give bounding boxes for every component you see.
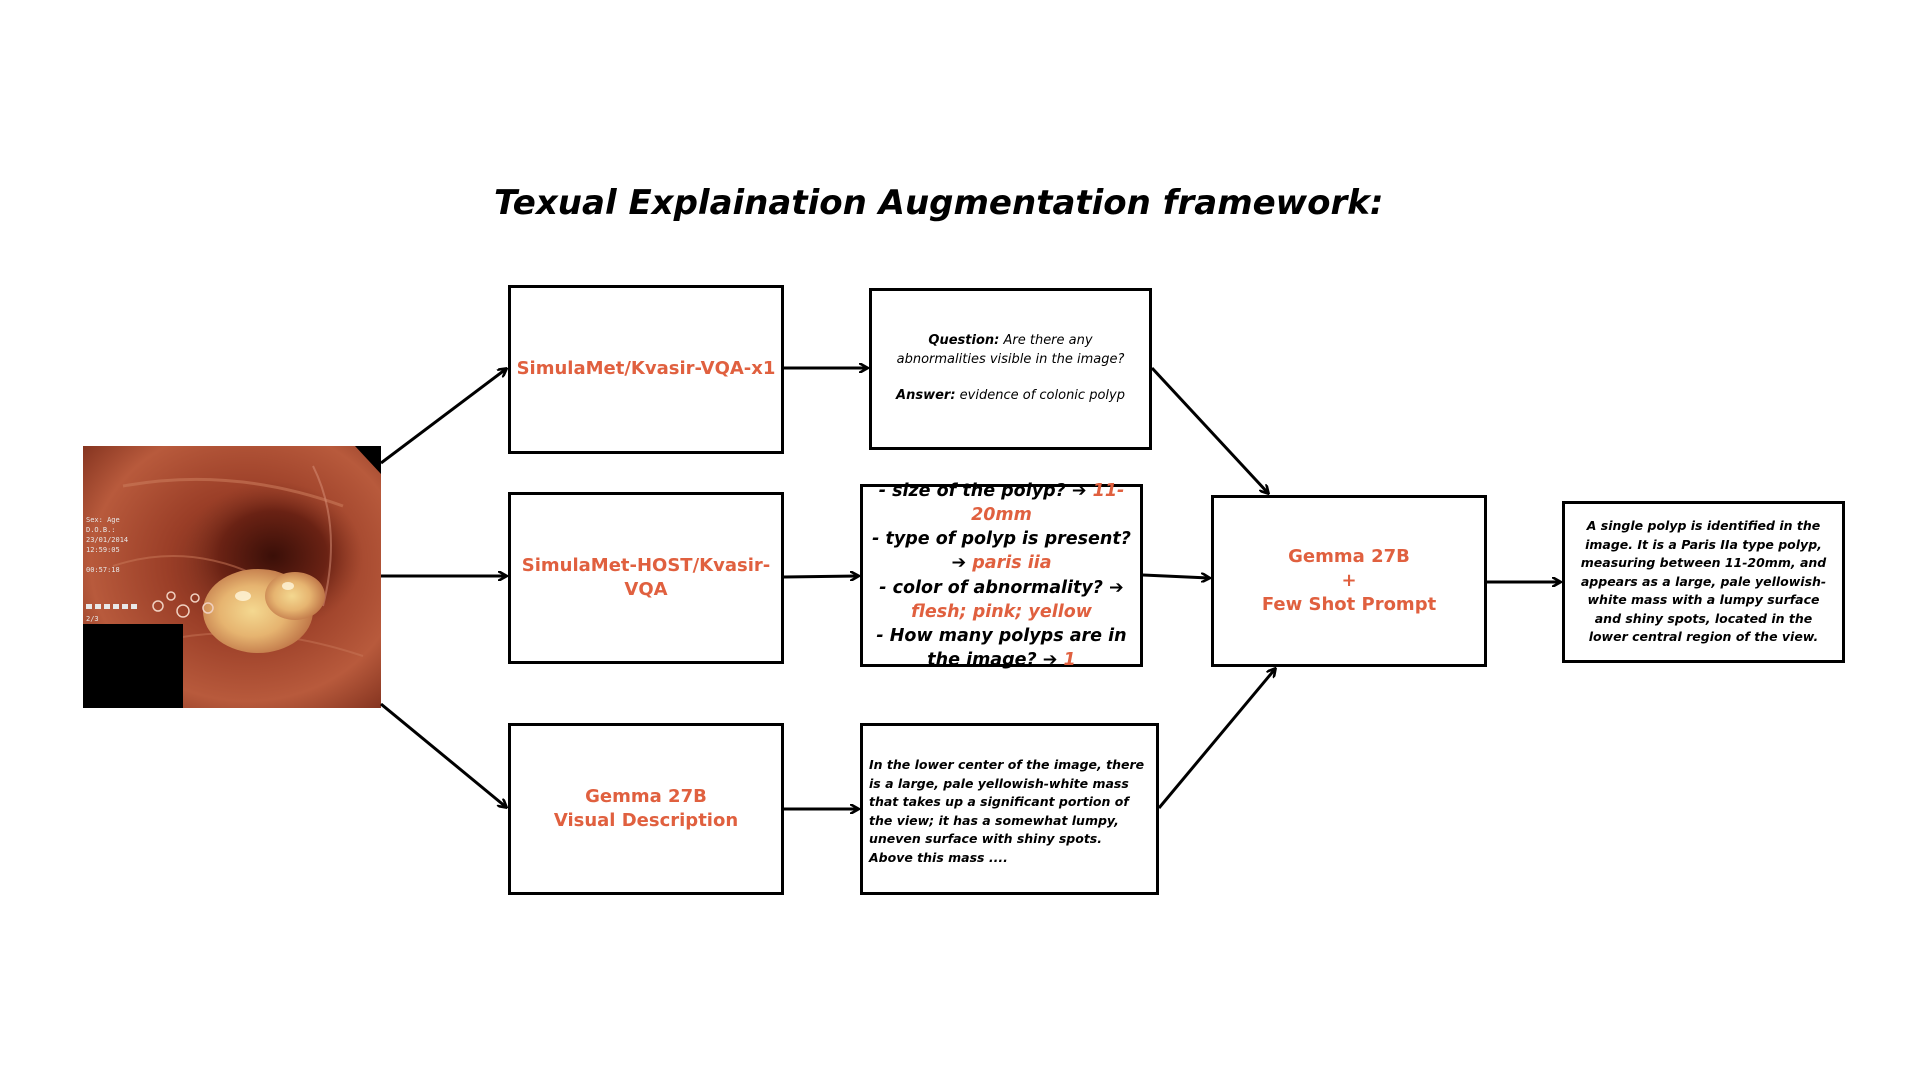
host-question: - size of the polyp? ➔ [878,480,1087,501]
question-label: Question: [928,332,1000,348]
host-question: - type of polyp is present? ➔ [872,529,1131,574]
gemma-visual-line2: Visual Description [553,810,739,831]
host-answer: 1 [1063,649,1076,670]
answer-text: evidence of colonic polyp [959,388,1125,404]
host-item: - type of polyp is present? ➔ paris iia [869,527,1134,575]
host-vqa-box: SimulaMet-HOST/Kvasir-VQA [508,492,784,664]
question-text: Are there any abnormalities visible in t… [896,332,1125,367]
gemma-visual-line1: Gemma 27B [585,785,707,807]
gemma-prompt-line3: Few Shot Prompt [1261,594,1437,616]
gemma-prompt-line2: + [1341,569,1357,591]
gemma-prompt-line1: Gemma 27B [1288,545,1410,567]
gemma-prompt-label: Gemma 27B + Few Shot Prompt [1262,545,1436,618]
qa-question: Question: Are there any abnormalities vi… [886,332,1135,370]
host-answer: 11-20mm [971,480,1125,526]
arrow-qa-to-prompt [1150,366,1268,493]
overlay-text: Sex: Age [86,516,120,524]
arrow-image-to-gemma [380,702,506,807]
overlay-text: 2/3 [86,615,99,623]
kvasir-x1-box: SimulaMet/Kvasir-VQA-x1 [508,285,784,454]
final-output-box: A single polyp is identified in the imag… [1562,501,1845,663]
overlay-text: 00:57:18 [86,566,120,574]
visual-description-box: In the lower center of the image, there … [860,723,1159,895]
overlay-text: 12:59:05 [86,546,120,554]
qa-box: Question: Are there any abnormalities vi… [869,288,1152,450]
host-qa-box: - size of the polyp? ➔ 11-20mm - type of… [860,481,1143,670]
gemma-visual-box: Gemma 27B Visual Description [508,723,784,895]
host-question: - How many polyps are in the image? ➔ [876,625,1127,670]
host-item: - size of the polyp? ➔ 11-20mm [869,479,1134,527]
answer-label: Answer: [896,388,956,404]
kvasir-x1-label: SimulaMet/Kvasir-VQA-x1 [516,358,776,380]
host-answer: flesh; pink; yellow [911,601,1092,622]
arrow-desc-to-prompt [1157,669,1275,809]
overlay-text: 23/01/2014 [86,536,128,544]
gemma-prompt-box: Gemma 27B + Few Shot Prompt [1211,495,1487,667]
arrow-host-to-hostqa [783,576,858,577]
host-item: - color of abnormality? ➔ flesh; pink; y… [869,576,1134,624]
gemma-visual-label: Gemma 27B Visual Description [554,785,738,834]
diagram-title: Texual Explaination Augmentation framewo… [494,183,1384,223]
visual-description-text: In the lower center of the image, there … [869,757,1145,865]
host-answer: paris iia [972,553,1052,574]
host-vqa-label: SimulaMet-HOST/Kvasir-VQA [521,554,771,600]
arrow-image-to-x1 [380,369,506,465]
qa-answer: Answer: evidence of colonic polyp [896,387,1125,406]
overlay-text: D.O.B.: [86,526,116,534]
host-item: - How many polyps are in the image? ➔ 1 [869,624,1134,672]
arrow-hostqa-to-prompt [1142,575,1209,578]
endoscopy-image: Sex: Age D.O.B.: 23/01/2014 12:59:05 00:… [83,446,381,708]
host-question: - color of abnormality? ➔ [879,577,1124,598]
final-output-text: A single polyp is identified in the imag… [1580,518,1827,645]
